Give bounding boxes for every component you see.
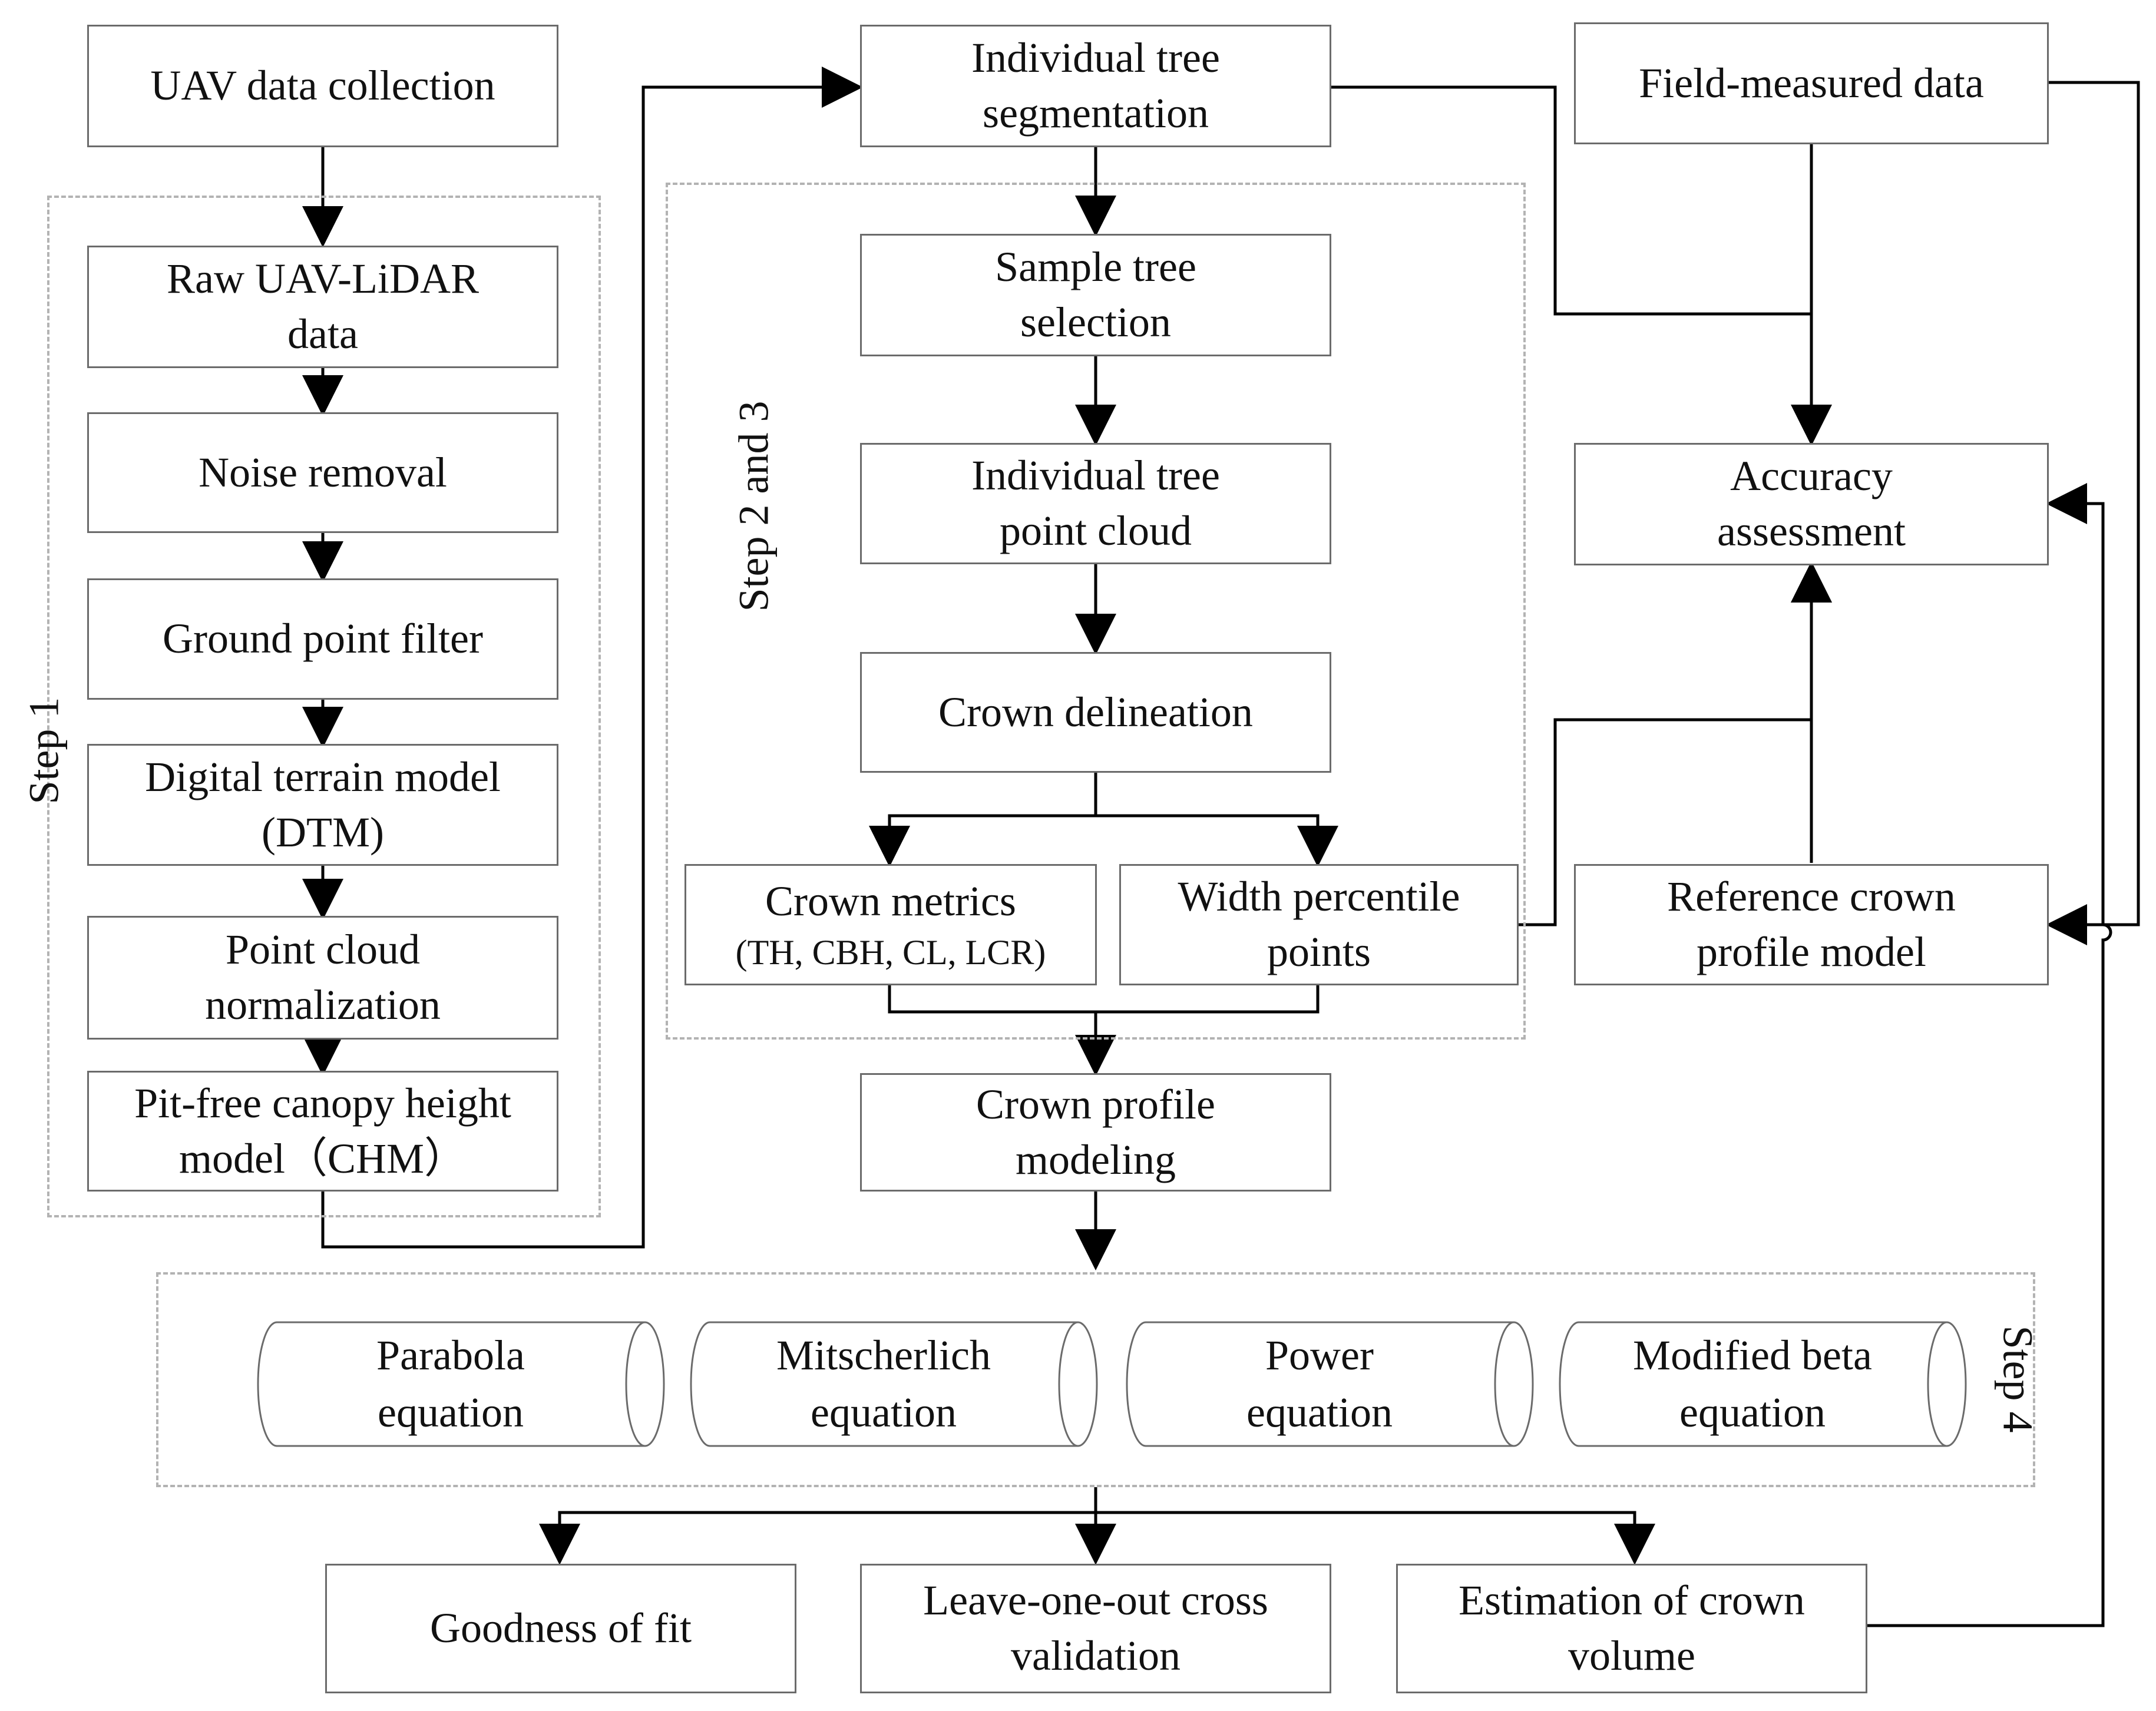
arrow-volume-to-accuracy [1867, 483, 2112, 1627]
connector-segmentation-to-merge [1331, 85, 1811, 316]
arrow-delineation-split-left [869, 773, 1097, 867]
point-cloud-normalization-box: Point cloud normalization [87, 916, 558, 1040]
step4-group [156, 1272, 2035, 1487]
estimation-of-crown-volume-box: Estimation of crown volume [1396, 1564, 1867, 1693]
parabola-equation: Parabola equation [376, 1331, 525, 1436]
noise-removal-box: Noise removal [87, 412, 558, 533]
individual-tree-point-cloud-box: Individual tree point cloud [860, 443, 1331, 564]
ground-point-filter-box: Ground point filter [87, 578, 558, 700]
crown-metrics-box: Crown metrics (TH, CBH, CL, LCR) [685, 864, 1097, 985]
modified-beta-equation: Modified beta equation [1633, 1331, 1872, 1436]
pit-free-chm-box: Pit-free canopy height model（CHM） [87, 1071, 558, 1192]
step1-group [47, 196, 601, 1217]
arrow-equations-to-goodness [539, 1511, 1096, 1565]
step4-label: Step 4 [1994, 1325, 2042, 1433]
width-percentile-points-box: Width percentile points [1119, 864, 1519, 985]
crown-profile-modeling-box: Crown profile modeling [860, 1073, 1331, 1192]
goodness-of-fit-box: Goodness of fit [325, 1564, 796, 1693]
mitscherlich-equation: Mitscherlich equation [776, 1331, 991, 1436]
arrow-delineation-split-right [1096, 814, 1338, 867]
field-measured-data-box: Field-measured data [1574, 22, 2049, 144]
accuracy-assessment-box: Accuracy assessment [1574, 443, 2049, 565]
crown-delineation-box: Crown delineation [860, 652, 1331, 773]
digital-terrain-model-box: Digital terrain model (DTM) [87, 744, 558, 866]
crown-metrics-detail: (TH, CBH, CL, LCR) [735, 932, 1046, 972]
individual-tree-segmentation-box: Individual tree segmentation [860, 25, 1331, 147]
arrow-metrics-merge-to-modeling [888, 985, 1320, 1072]
raw-uav-lidar-box: Raw UAV-LiDAR data [87, 246, 558, 368]
crown-metrics-title: Crown metrics [765, 878, 1016, 925]
arrow-equations-to-volume [1096, 1511, 1655, 1565]
arrow-field-to-reference [2046, 81, 2140, 945]
step2-3-label: Step 2 and 3 [730, 401, 778, 612]
leave-one-out-cross-validation-box: Leave-one-out cross validation [860, 1564, 1331, 1693]
equation-cylinders [257, 1321, 1967, 1447]
step2-3-group [666, 183, 1526, 1040]
reference-crown-profile-model-box: Reference crown profile model [1574, 864, 2049, 985]
arrow-chm-to-segmentation [321, 67, 863, 1249]
sample-tree-selection-box: Sample tree selection [860, 234, 1331, 356]
step1-label: Step 1 [20, 697, 68, 805]
power-equation: Power equation [1246, 1331, 1393, 1436]
uav-data-collection-box: UAV data collection [87, 25, 558, 147]
